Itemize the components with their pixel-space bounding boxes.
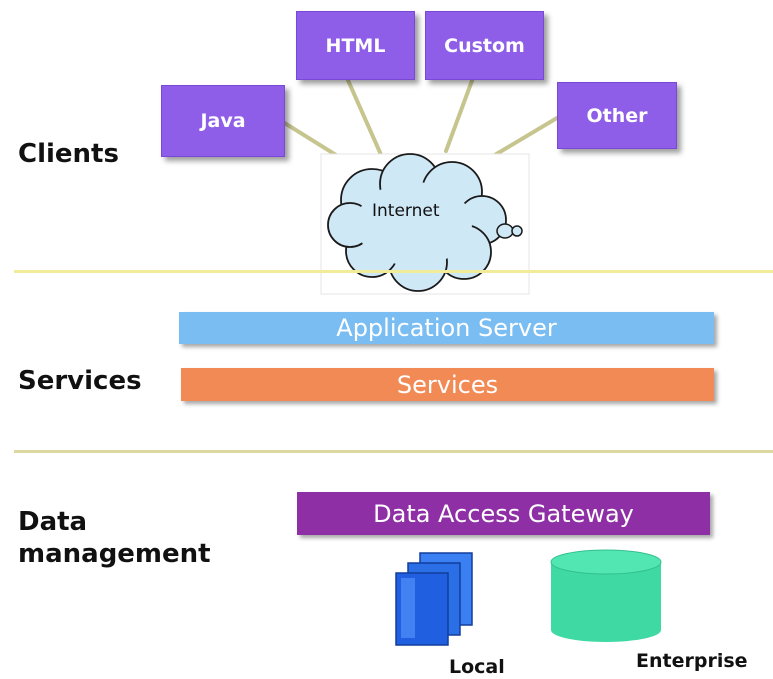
connector-html <box>345 76 384 159</box>
application-server-bar: Application Server <box>179 312 714 344</box>
client-html-box: HTML <box>296 11 415 80</box>
tier-label-management: management <box>18 539 211 569</box>
internet-label: Internet <box>372 201 440 221</box>
connector-custom <box>444 76 475 153</box>
client-custom-box: Custom <box>425 11 544 80</box>
enterprise-db-icon <box>550 549 662 642</box>
tier-label-services: Services <box>18 366 142 396</box>
local-docs-icon <box>395 552 473 646</box>
client-other-box: Other <box>557 82 677 149</box>
data-access-gateway-bar: Data Access Gateway <box>297 492 710 535</box>
tier-divider-bottom <box>14 450 773 453</box>
local-label: Local <box>449 656 505 678</box>
enterprise-label: Enterprise <box>636 650 748 672</box>
tier-divider-top <box>14 270 773 273</box>
client-java-box: Java <box>161 85 285 157</box>
tier-label-clients: Clients <box>18 139 119 169</box>
tier-label-data: Data <box>18 507 88 537</box>
services-bar: Services <box>181 368 714 401</box>
